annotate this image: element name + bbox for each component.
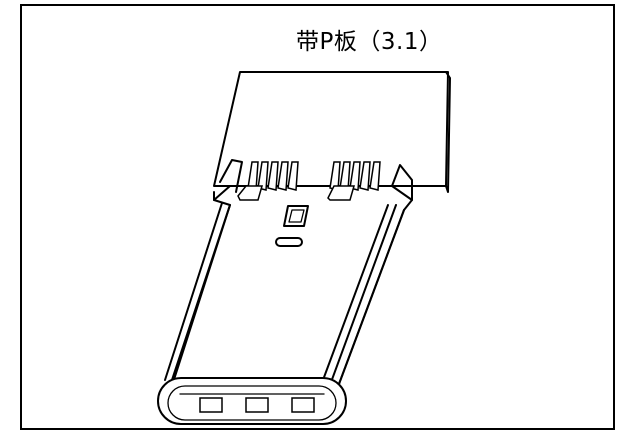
latch-window: [283, 205, 309, 227]
contact-pins: [199, 397, 315, 413]
drawing-title: 带P板（3.1）: [296, 29, 443, 55]
drawing-frame: [20, 4, 615, 430]
solder-pins-right: [327, 161, 381, 201]
solder-pins-left: [237, 161, 299, 201]
latch-slot: [275, 237, 303, 247]
connector-shell: [164, 159, 413, 393]
pcb-board: [213, 71, 451, 193]
